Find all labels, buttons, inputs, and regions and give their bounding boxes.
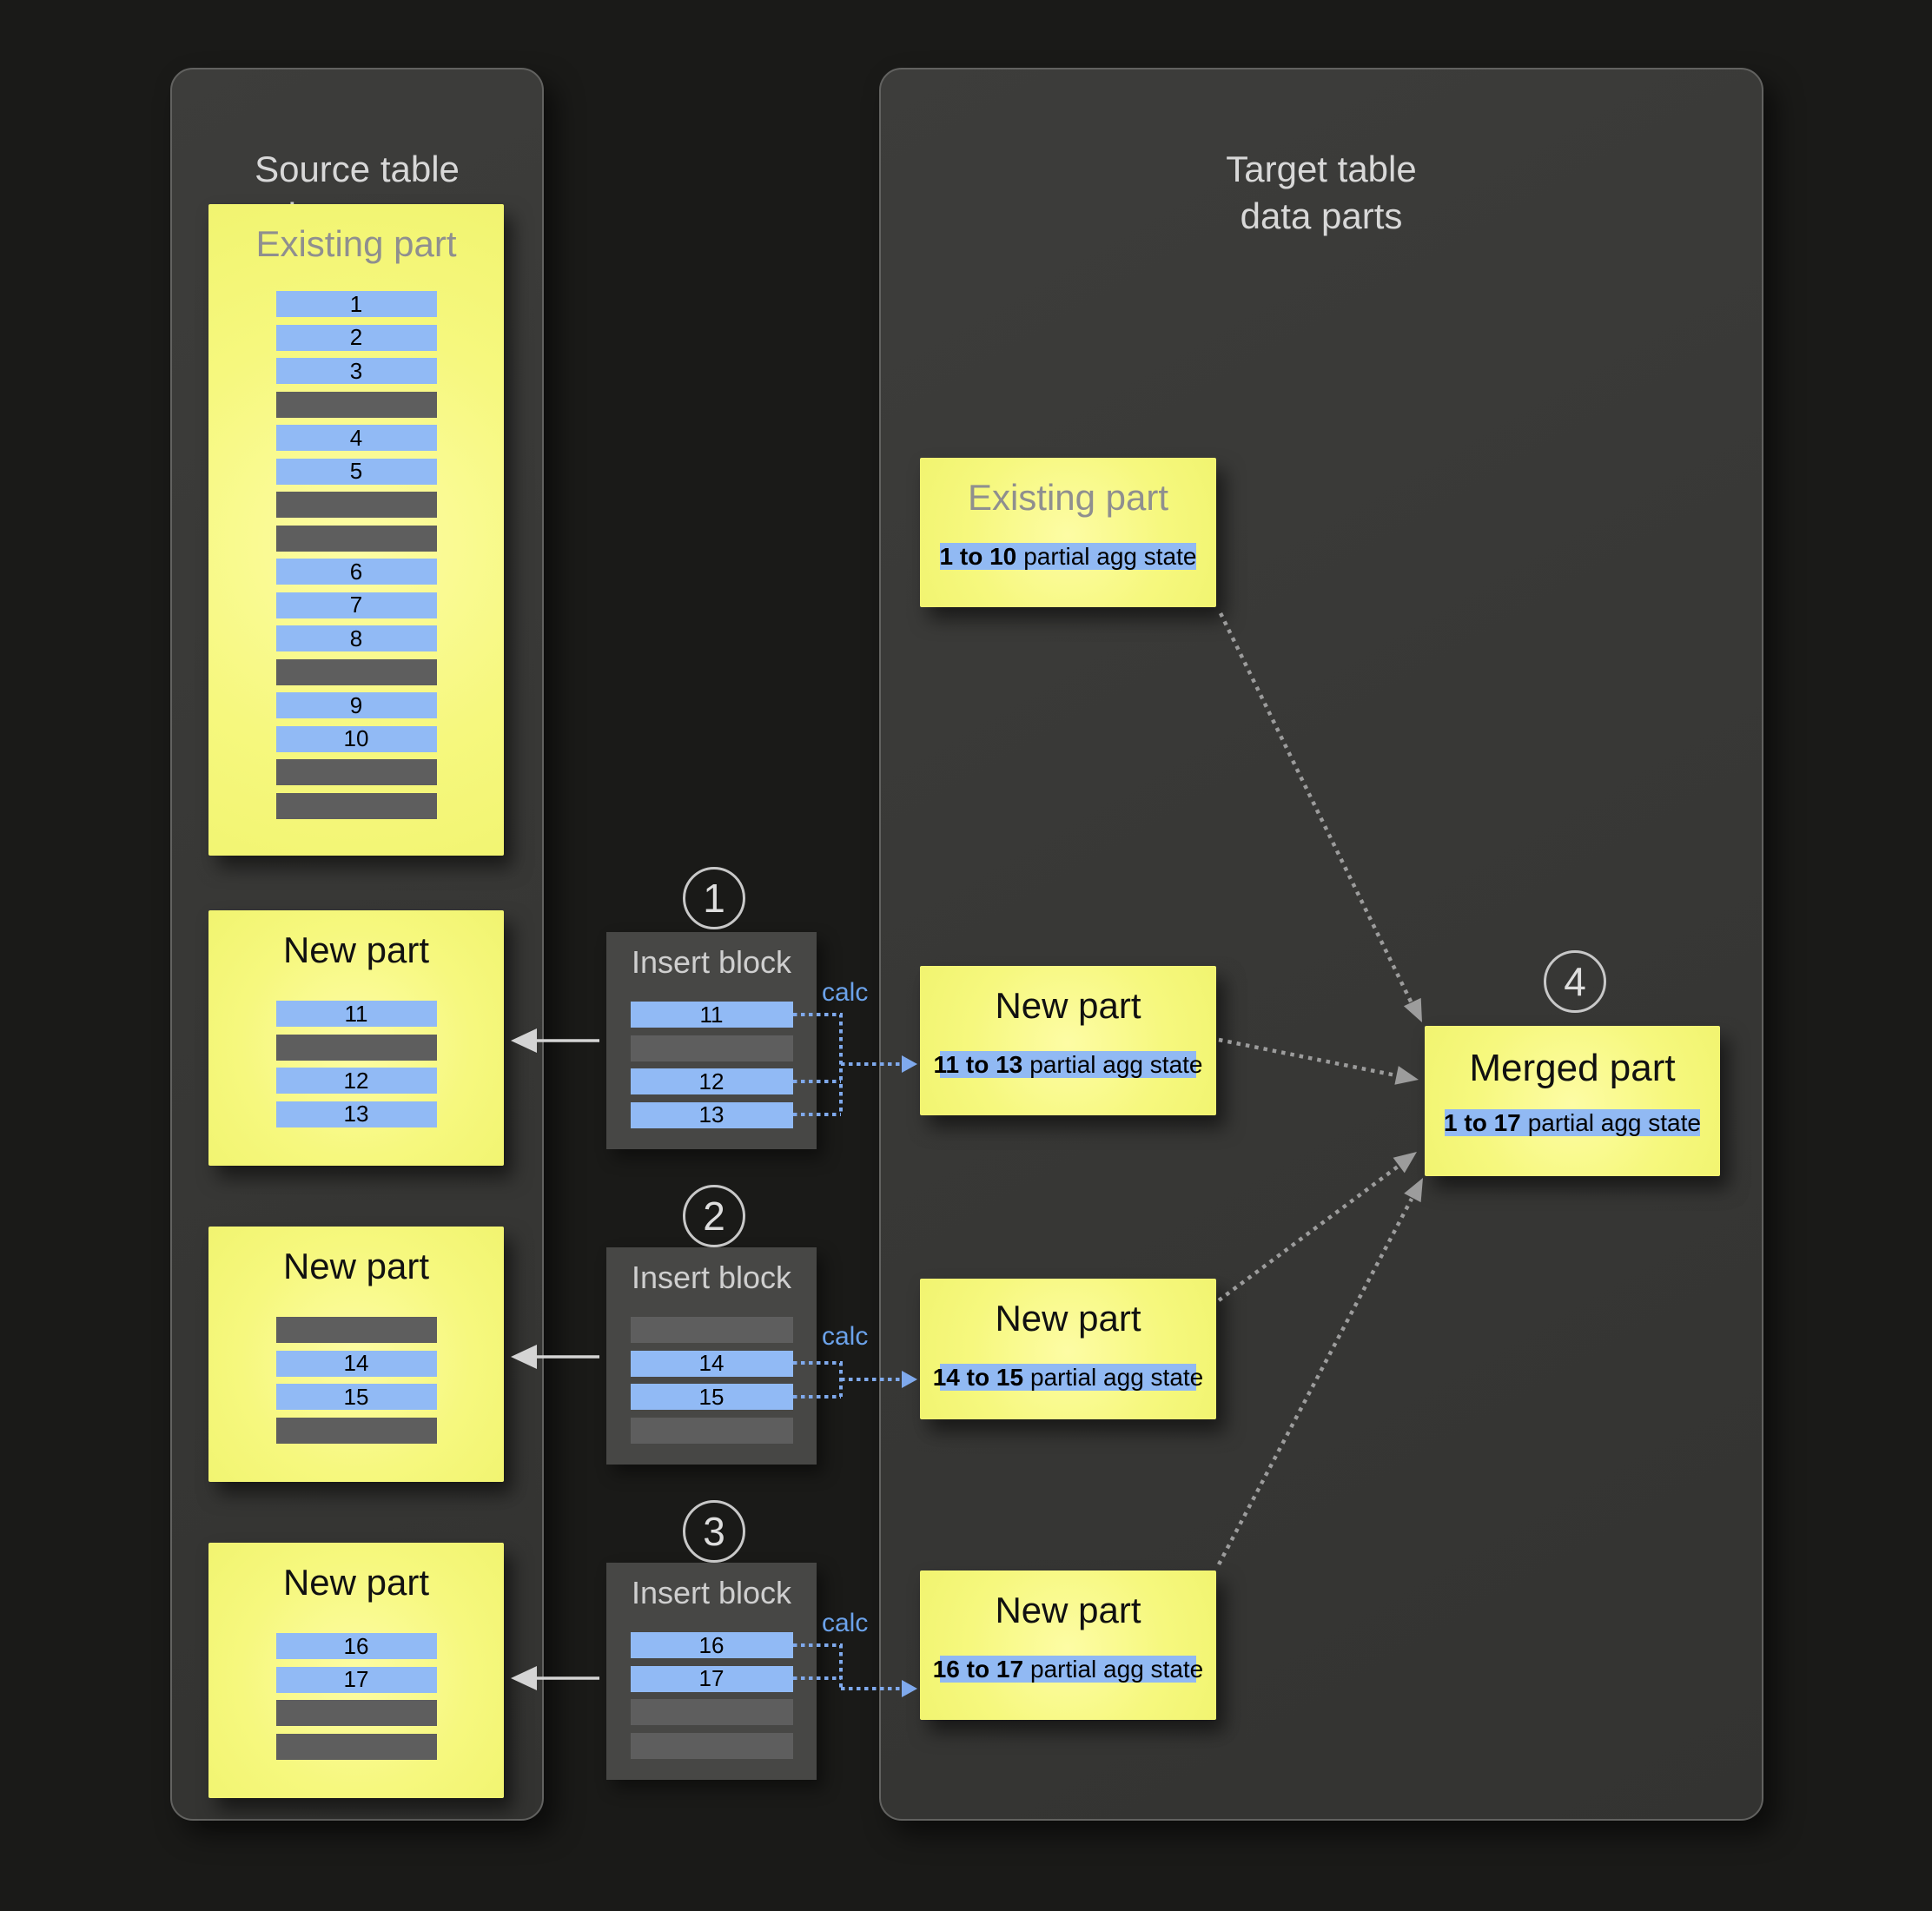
agg-state-band: 11 to 13 partial agg state [934,1051,1203,1078]
agg-state-band: 14 to 15 partial agg state [933,1364,1203,1391]
data-row: 10 [275,725,437,752]
filler-row [630,1417,793,1444]
agg-range: 14 to 15 [932,1363,1024,1391]
step-number: 1 [703,876,725,921]
step-number: 4 [1564,959,1586,1004]
data-row: 1 [275,291,437,317]
part-title: Existing part [255,223,457,264]
target-new-part-3: New part 16 to 17 partial agg state [920,1570,1216,1720]
data-row: 14 [630,1350,793,1377]
filler-row [275,1034,437,1061]
target-new-part-1: New part 11 to 13 partial agg state [920,966,1216,1115]
step-badge-1: 1 [683,867,745,929]
data-row: 13 [275,1101,437,1127]
filler-row [275,792,437,819]
data-row: 3 [275,358,437,384]
data-row: 12 [630,1068,793,1094]
data-row: 13 [630,1101,793,1128]
agg-suffix: partial agg state [1527,1108,1701,1136]
agg-range: 1 to 17 [1444,1108,1521,1136]
data-row: 9 [275,692,437,718]
data-row: 14 [275,1350,437,1377]
filler-row [630,1699,793,1725]
row-list: 11 12 13 [630,1002,793,1135]
merged-part: Merged part 1 to 17 partial agg state [1425,1026,1720,1176]
step-badge-4: 4 [1544,950,1606,1013]
data-row: 2 [275,324,437,351]
agg-suffix: partial agg state [1030,1655,1204,1683]
source-new-part-1: New part 11 12 13 [208,910,504,1166]
filler-row [275,492,437,518]
part-title: New part [282,929,430,970]
agg-state-band: 1 to 17 partial agg state [1444,1108,1701,1136]
step-badge-3: 3 [683,1500,745,1563]
data-row: 16 [630,1632,793,1658]
calc-label-1: calc [822,978,869,1007]
filler-row [275,391,437,418]
filler-row [275,658,437,685]
agg-range: 11 to 13 [933,1050,1023,1078]
data-row: 5 [275,458,437,485]
agg-range: 1 to 10 [939,542,1017,570]
filler-row [275,1733,437,1760]
row-list: 1 2 3 4 5 6 7 8 9 10 [275,291,437,826]
data-row: 17 [275,1666,437,1693]
part-title: New part [995,985,1141,1026]
insert-block-title: Insert block [631,944,792,980]
agg-state-band: 16 to 17 partial agg state [933,1656,1203,1683]
data-row: 11 [630,1002,793,1028]
step-number: 3 [703,1509,725,1554]
filler-row [275,759,437,785]
filler-row [630,1035,793,1061]
data-row: 6 [275,559,437,585]
filler-row [630,1732,793,1759]
data-row: 17 [630,1665,793,1692]
part-title: New part [282,1562,430,1603]
agg-state-band: 1 to 10 partial agg state [940,543,1196,570]
part-title: New part [995,1298,1141,1339]
filler-row [275,1317,437,1343]
filler-row [275,1417,437,1444]
calc-label-3: calc [822,1609,869,1637]
step-badge-2: 2 [683,1185,745,1247]
target-table-panel: Target table data parts [879,68,1763,1821]
agg-range: 16 to 17 [932,1655,1024,1683]
step-number: 2 [703,1194,725,1239]
insert-block-1: Insert block 11 12 13 [606,932,817,1149]
data-row: 12 [275,1068,437,1094]
insert-block-title: Insert block [631,1575,792,1610]
target-new-part-2: New part 14 to 15 partial agg state [920,1279,1216,1419]
agg-suffix: partial agg state [1023,542,1197,570]
filler-row [275,1700,437,1726]
part-title: New part [282,1246,430,1286]
agg-suffix: partial agg state [1030,1363,1204,1391]
data-row: 15 [275,1384,437,1410]
data-row: 11 [275,1001,437,1027]
part-title: Existing part [967,477,1169,518]
part-title: New part [995,1590,1141,1630]
data-row: 7 [275,592,437,618]
filler-row [275,525,437,552]
data-row: 16 [275,1633,437,1659]
filler-row [630,1317,793,1343]
source-existing-part: Existing part 1 2 3 4 5 6 7 8 9 10 [208,204,504,856]
data-row: 8 [275,625,437,651]
row-list: 11 12 13 [275,1001,437,1134]
insert-block-title: Insert block [631,1260,792,1295]
part-title: Merged part [1469,1047,1676,1089]
target-existing-part: Existing part 1 to 10 partial agg state [920,458,1216,607]
agg-suffix: partial agg state [1029,1050,1203,1078]
target-panel-title: Target table data parts [1226,149,1417,236]
data-row: 15 [630,1384,793,1410]
calc-label-2: calc [822,1322,869,1351]
data-row: 4 [275,425,437,451]
